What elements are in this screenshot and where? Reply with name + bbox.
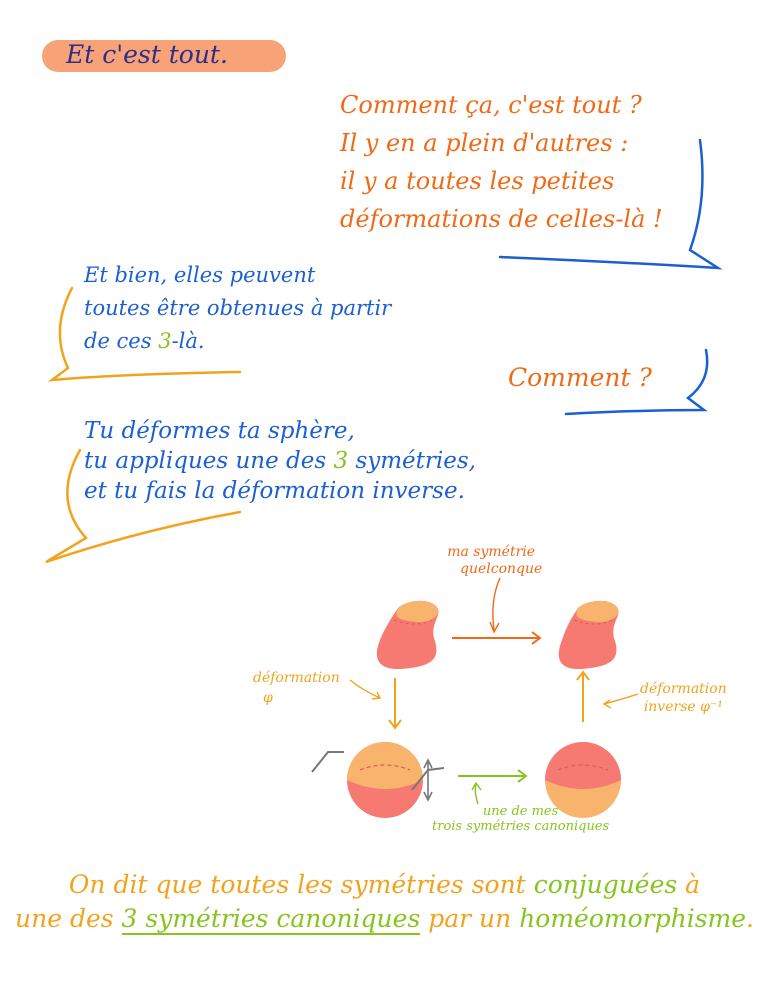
blob-shape-right [558,600,619,670]
sphere-right [545,742,621,818]
conclusion-part: par un [420,904,520,933]
label-line: inverse φ⁻¹ [643,699,723,715]
term-homeomorphism: homéomorphisme [519,904,747,933]
bubble-line: Tu déformes ta sphère, [84,418,355,444]
label-line: ma symétrie [447,544,536,560]
bubble-line: de ces 3-là. [84,325,391,358]
bubble-line: et tu fais la déformation inverse. [84,478,465,504]
speech-bubble-how: Comment ? [508,363,652,392]
term-canonical-symmetries: 3 symétries canoniques [121,904,421,935]
number-highlight: 3 [158,329,172,353]
bubble-text: symétries, [348,448,476,474]
conclusion-part: à [677,870,701,899]
bubble-text: de ces [84,329,159,353]
pointer-left [349,679,382,700]
label-deformation: déformation φ [253,668,340,708]
term-conjugate: conjuguées [533,870,678,899]
bubble-line: il y a toutes les petites [340,167,615,195]
conclusion-text: On dit que toutes les symétries sont con… [0,868,769,936]
sphere-left [347,742,423,818]
pointer-bottom [471,781,482,805]
label-line: trois symétries canoniques [432,819,610,834]
arrow-bottom [458,769,528,783]
conclusion-part: On dit que toutes les symétries sont [68,870,534,899]
label-canonical-symmetry: une de mes trois symétries canoniques [432,804,609,834]
arrow-right-up [576,670,590,722]
speech-bubble-reply: Comment ça, c'est tout ? Il y en a plein… [340,86,663,238]
bubble-line: Et bien, elles peuvent [84,263,316,287]
bubble-outline-method [45,448,242,564]
bubble-outline-how [564,348,709,416]
label-line: une de mes [482,804,559,819]
bubble-text: -là. [171,329,205,353]
speech-bubble-explain: Et bien, elles peuvent toutes être obten… [84,259,391,358]
conclusion-part: . [746,904,754,933]
conclusion-line: On dit que toutes les symétries sont con… [0,868,769,902]
conclusion-part: une des [15,904,122,933]
bubble-text: tu appliques une des [84,448,334,474]
plane-mark-left [311,751,344,773]
double-arrow-icon [423,758,433,802]
label-any-symmetry: ma symétrie quelconque [440,544,542,578]
bubble-outline-reply [498,138,723,270]
bubble-line: tu appliques une des 3 symétries, [84,446,476,476]
page-title: Et c'est tout. [66,40,228,69]
bubble-line: Comment ça, c'est tout ? [340,91,642,119]
pointer-right [602,693,639,709]
label-line: déformation [253,670,340,686]
label-line: φ [263,690,273,706]
label-line: déformation [640,681,727,697]
bubble-line: déformations de celles-là ! [340,205,663,233]
arrow-top [452,631,542,645]
speech-bubble-method: Tu déformes ta sphère, tu appliques une … [84,416,476,506]
label-line: quelconque [460,561,543,577]
label-inverse-deformation: déformation inverse φ⁻¹ [640,680,727,716]
bubble-line: toutes être obtenues à partir [84,296,392,320]
conclusion-line: une des 3 symétries canoniques par un ho… [0,902,769,936]
arrow-left-down [388,678,402,730]
blob-shape-left [376,600,439,670]
pointer-top [489,577,501,634]
number-highlight: 3 [333,448,349,474]
bubble-line: Il y en a plein d'autres : [340,129,629,157]
title-pill [42,40,286,72]
bubble-outline-explain [47,286,242,382]
